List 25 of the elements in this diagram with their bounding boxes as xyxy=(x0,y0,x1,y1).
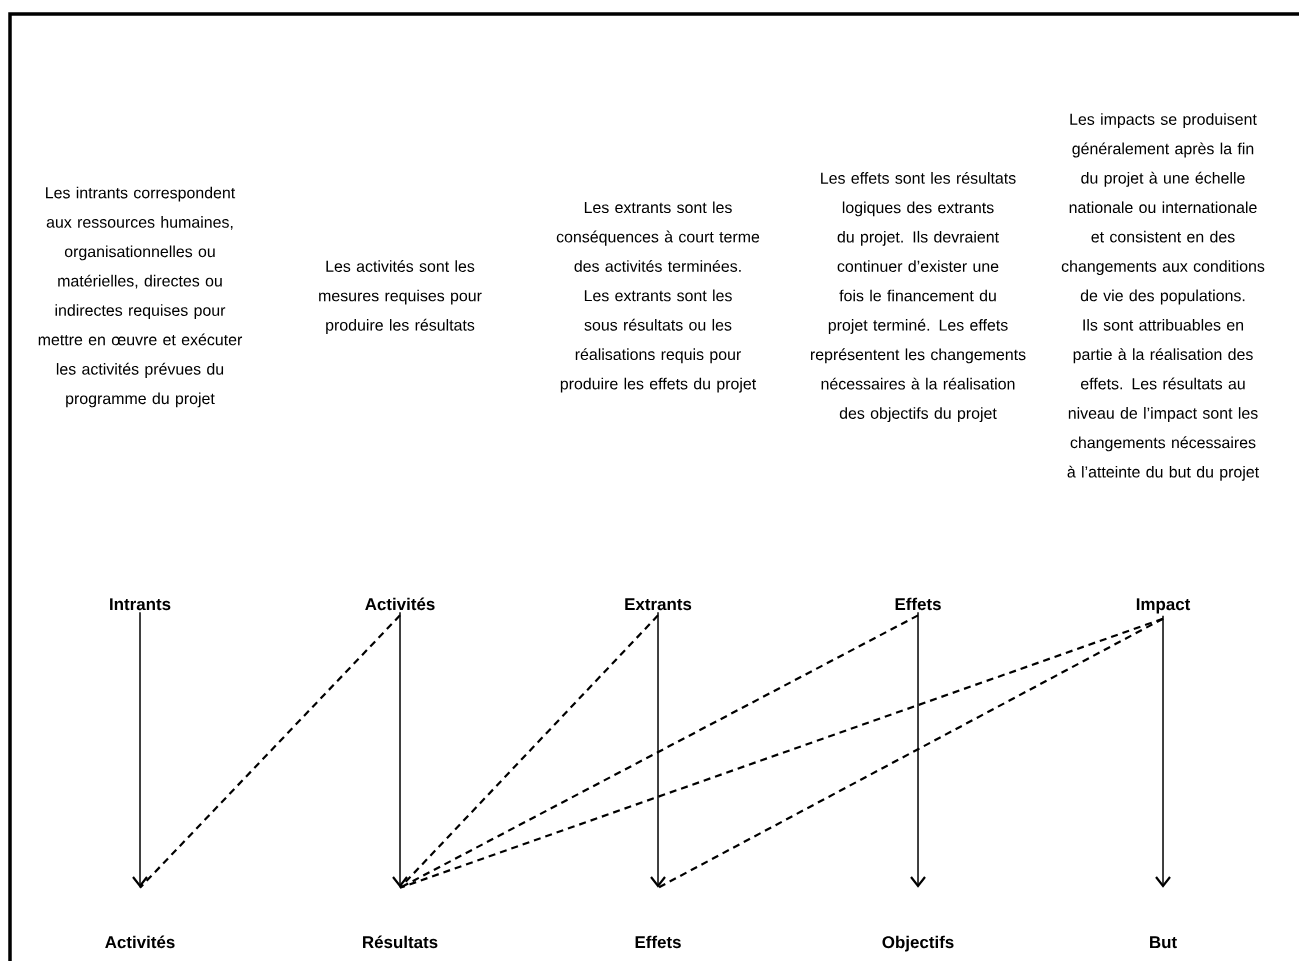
result-label: Effets xyxy=(635,935,681,949)
description-text: Les extrants sont les conséquences à court terme des activités terminées. Les extrants sont les sous résultats ou les réalisations requis pour produire les effets du projet xyxy=(556,201,760,393)
result-label: But xyxy=(1150,936,1177,949)
result-label: Objectifs xyxy=(882,935,954,952)
result-label: Activités xyxy=(105,935,175,949)
dashed-line xyxy=(657,617,1164,889)
arrow xyxy=(1155,614,1171,888)
stage-label: Effets xyxy=(895,597,941,611)
dashed-line xyxy=(399,614,659,889)
description-text: Les effets sont les résultats logiques des extrants du projet. Ils devraient continuer d’exister une fois le financement du projet terminé. Les effets représentent les changements nécessaires à la réalisation des objectifs du projet xyxy=(810,171,1026,423)
dashed-line xyxy=(399,614,919,889)
stage-label: Extrants xyxy=(625,598,692,611)
arrow xyxy=(132,611,148,888)
stage-label: Impact xyxy=(1136,598,1191,614)
dashed-line xyxy=(139,614,401,889)
dashed-line xyxy=(399,617,1164,889)
result-label: Résultats xyxy=(363,935,438,949)
stage-label: Activités xyxy=(365,597,435,611)
arrow xyxy=(392,611,408,888)
description-text: Les impacts se produisent généralement après la fin du projet à une échelle nationale ou internationale et consistent en des changements aux conditions de vie des populations. Ils sont attribuables en partie à la réalisation des effets. Les résultats au niveau de l’impact sont les changements nécessaires à l’atteinte du but du projet xyxy=(1061,113,1265,481)
arrow xyxy=(650,611,666,888)
arrow xyxy=(910,611,926,888)
description-text: Les intrants correspondent aux ressources humaines, organisationnelles ou matérielles, directes ou indirectes requises pour mettre en œuvre et exécuter les activités prévues du programme du projet xyxy=(38,186,243,408)
stage-label: Intrants xyxy=(110,598,171,611)
description-text: Les activités sont les mesures requises pour produire les résultats xyxy=(319,260,482,334)
